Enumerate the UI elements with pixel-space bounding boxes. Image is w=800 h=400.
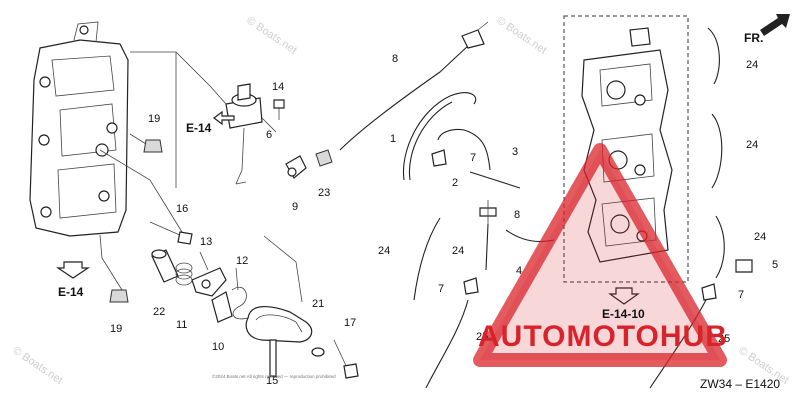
callout-7-right: 7	[738, 289, 744, 301]
ref-arrow-e1410	[608, 287, 640, 305]
part-14-spring	[175, 262, 193, 286]
brand-triangle-logo	[473, 143, 727, 367]
part-5-diaphragm	[175, 51, 277, 185]
carburetor-group-box	[563, 15, 689, 283]
part-23-hose	[413, 217, 441, 301]
part-8-tee	[479, 200, 497, 224]
callout-9: 9	[292, 201, 298, 213]
part-12-spring	[231, 267, 249, 320]
front-direction-arrow	[760, 14, 790, 36]
callout-3: 3	[512, 146, 518, 158]
part-21-sleeve	[151, 249, 179, 283]
callout-7-lower: 7	[438, 283, 444, 295]
callout-4: 4	[516, 265, 522, 277]
callout-20: 21	[312, 298, 324, 310]
ref-arrow-e14-left	[56, 261, 90, 279]
ref-label-e14-top: E-14	[186, 121, 212, 135]
callout-25-left: 25	[476, 331, 488, 343]
part-18-bolt	[333, 339, 359, 379]
part-9-clip	[285, 155, 307, 179]
callout-19-upper: 19	[148, 113, 160, 125]
callout-1: 1	[390, 133, 396, 145]
callout-23: 24	[378, 245, 390, 257]
part-16-screw	[273, 99, 285, 120]
ref-label-e14-left: E-14	[58, 285, 84, 299]
callout-19-lower: 19	[110, 323, 122, 335]
part-2-hose	[469, 171, 521, 189]
part-22-nut	[315, 149, 333, 167]
callout-24-right-low: 24	[754, 231, 766, 243]
part-24-hose-right-low	[715, 215, 725, 279]
callout-15: 15	[266, 375, 278, 387]
part-19-lower	[109, 289, 129, 303]
ref-arrow-e14-top	[213, 110, 235, 126]
watermark-bottom-left: © Boats.net	[10, 345, 64, 387]
callout-21: 22	[153, 306, 165, 318]
part-17-bolt	[149, 221, 193, 245]
part-6-clip	[735, 259, 753, 273]
callout-2: 2	[452, 177, 458, 189]
callout-7-upper: 7	[470, 152, 476, 164]
callout-11: 10	[212, 341, 224, 353]
part-24-hose-right-top	[707, 27, 720, 85]
callout-8: 8	[514, 209, 520, 221]
direction-label-fr: FR.	[744, 31, 763, 45]
copyright-line: ©2024 Boats.net All rights reserved — re…	[212, 373, 336, 379]
part-7-fitting-lower	[463, 277, 479, 295]
part-10-rod	[339, 21, 489, 151]
intake-manifold	[29, 21, 129, 237]
callout-17: 16	[176, 203, 188, 215]
part-3-hose	[437, 128, 491, 171]
callout-13: 13	[200, 236, 212, 248]
callout-24-right-mid: 24	[746, 139, 758, 151]
part-7-fitting-right	[701, 283, 717, 301]
part-20-washer	[311, 347, 325, 357]
callout-6: 5	[772, 259, 778, 271]
part-11-link	[211, 291, 233, 323]
watermark-top-right: © Boats.net	[494, 15, 548, 57]
diagram-code: ZW34 – E1420	[700, 377, 780, 391]
callout-24-mid: 24	[452, 245, 464, 257]
callout-16: 14	[272, 81, 284, 93]
part-15-cable	[245, 235, 313, 377]
brand-wordmark: AUTOMOTOHUB	[478, 320, 728, 353]
part-24-hose-right-mid	[711, 113, 723, 189]
part-25-hose-left	[425, 299, 469, 389]
callout-22: 23	[318, 187, 330, 199]
part-19-upper	[129, 133, 163, 153]
part-13-lever	[191, 251, 227, 297]
ref-label-e1410: E-14-10	[602, 307, 645, 321]
watermark-top-center: © Boats.net	[244, 15, 298, 57]
callout-10: 8	[392, 53, 398, 65]
callout-14: 11	[176, 319, 187, 331]
callout-25-right: 25	[718, 333, 730, 345]
callout-18: 17	[344, 317, 356, 329]
callout-labels: 19 14 6 9 23 16 13 12 22 11 10 15 21 17 …	[110, 53, 778, 387]
callout-5: 6	[266, 129, 272, 141]
callout-24-right-top: 24	[746, 59, 758, 71]
callout-12: 12	[236, 255, 248, 267]
part-24-hose-mid	[485, 223, 489, 271]
part-7-fitting-upper	[431, 149, 447, 167]
